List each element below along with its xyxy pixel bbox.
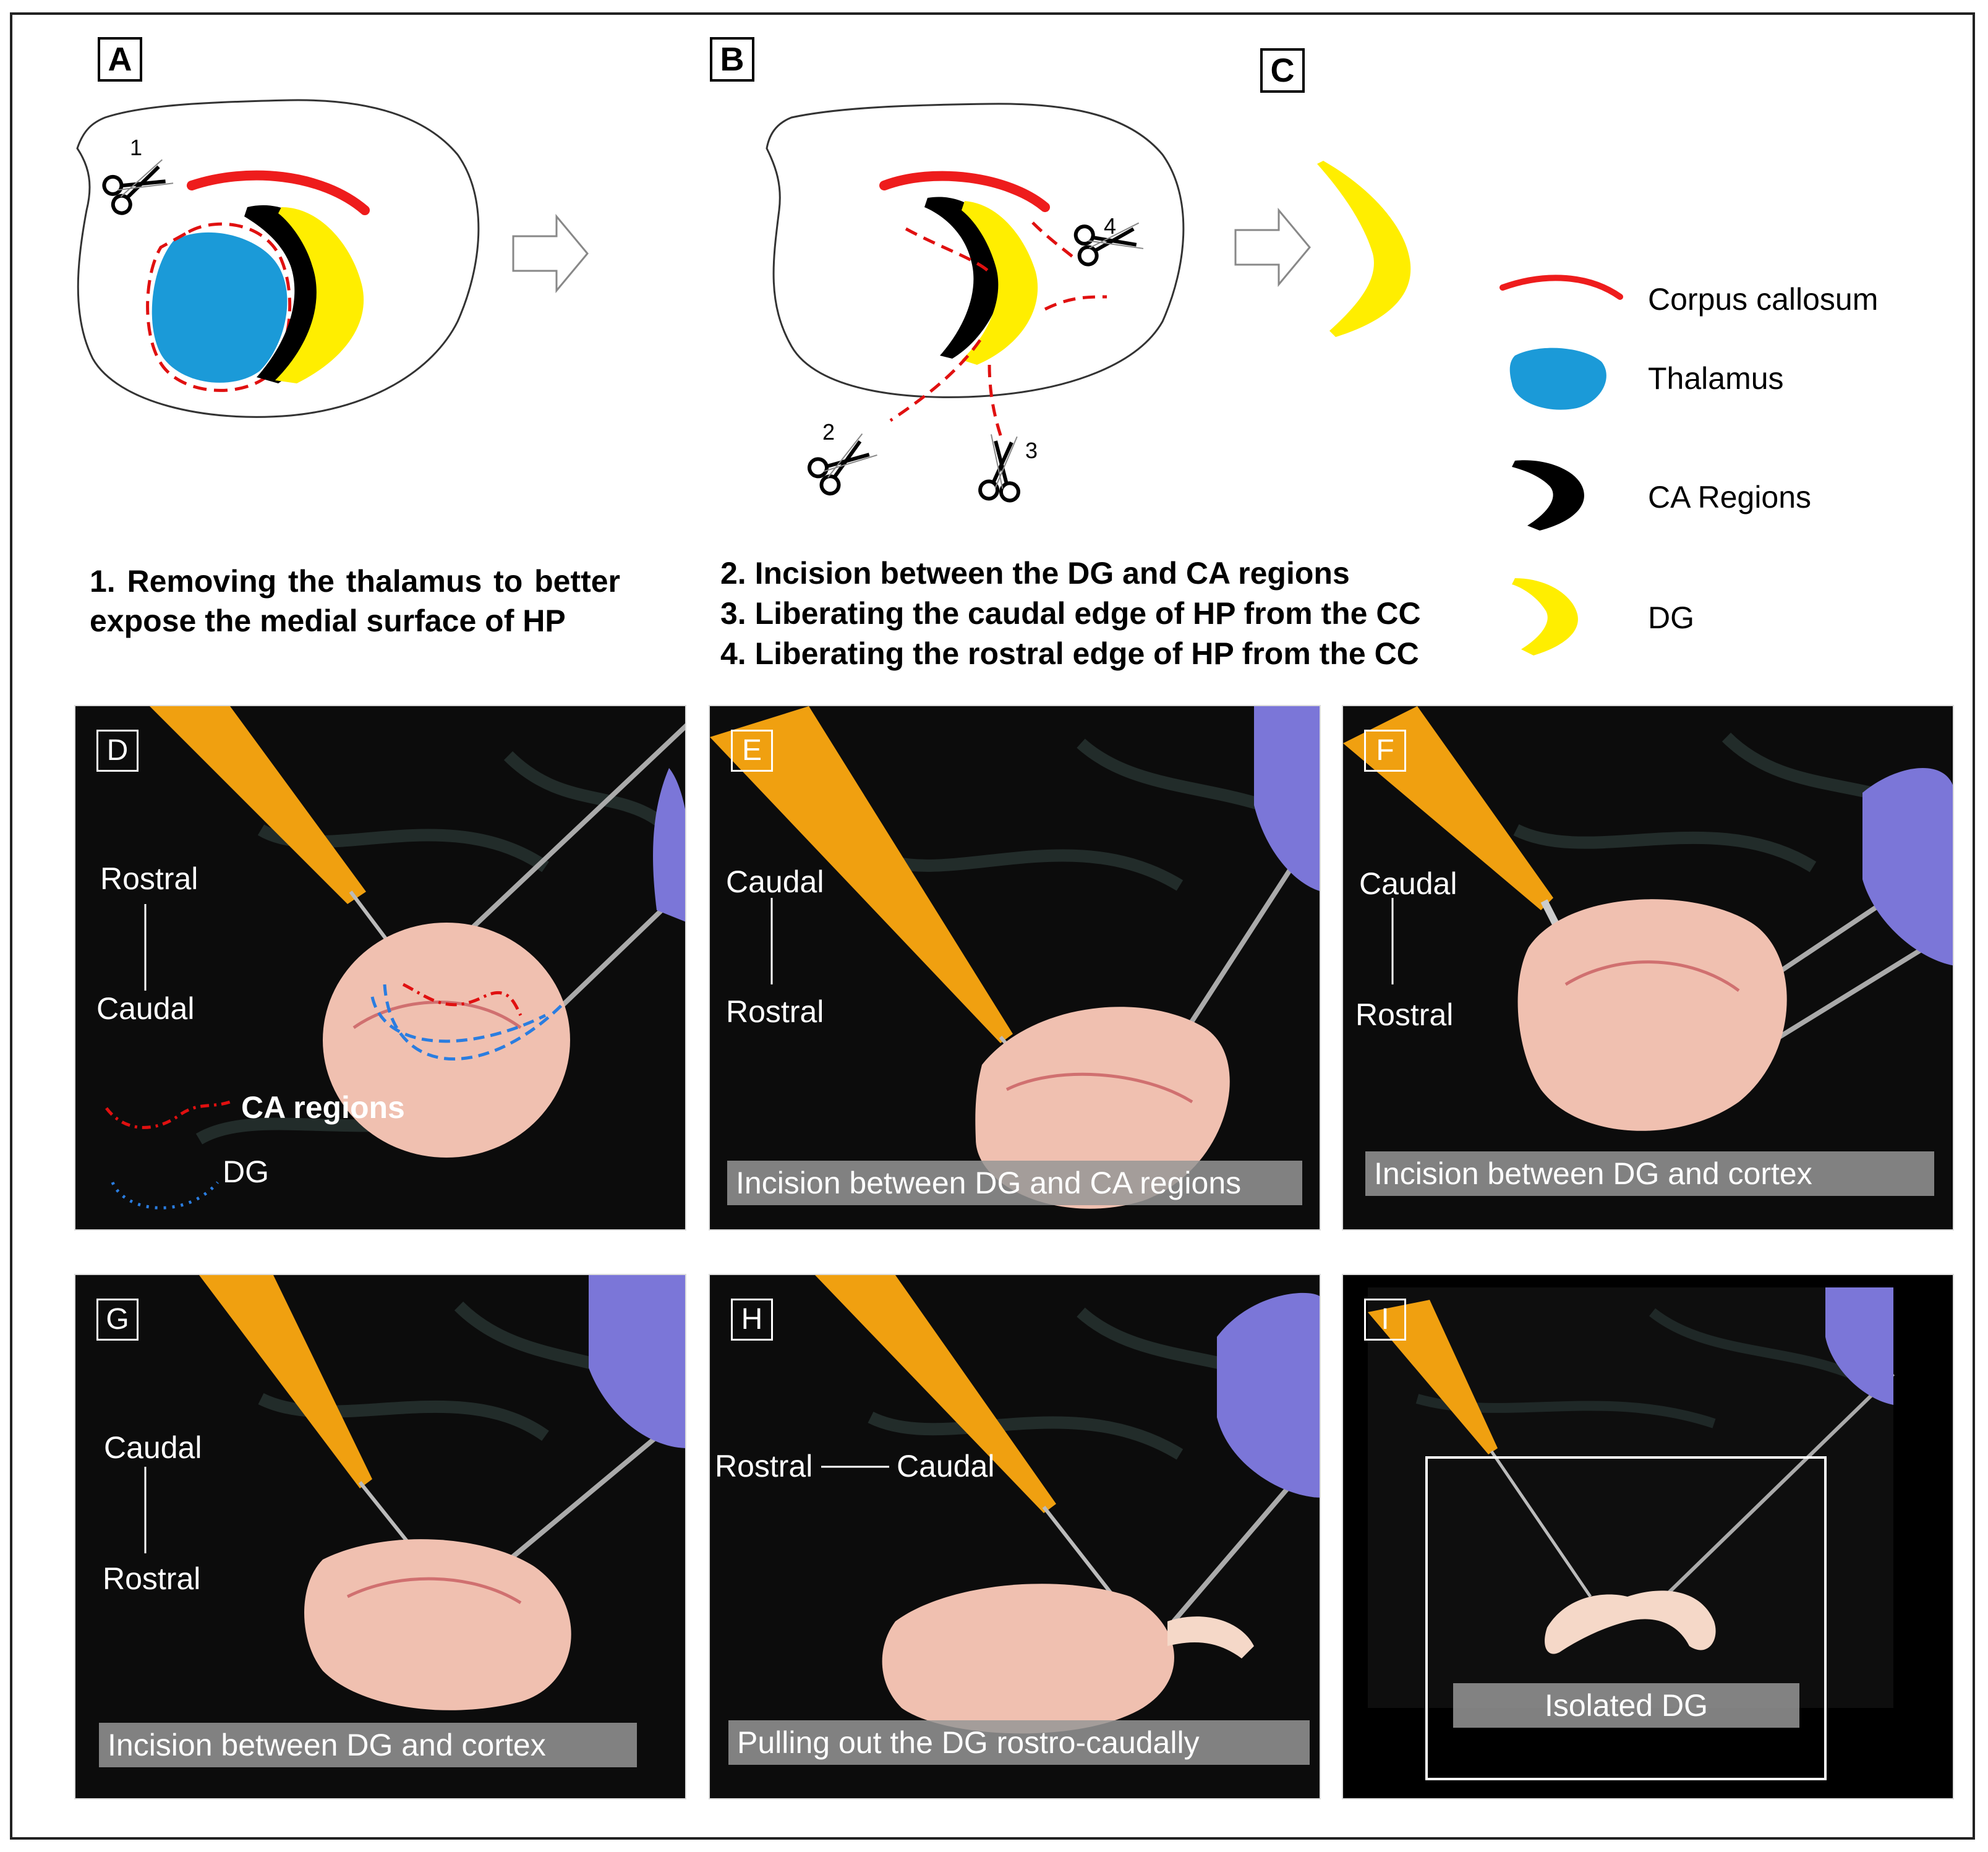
direction-label-bottom: Caudal — [96, 991, 195, 1026]
direction-label-top: Caudal — [104, 1430, 202, 1465]
direction-label-bottom: Rostral — [1355, 997, 1454, 1032]
thalamus-a — [151, 232, 288, 383]
tissue — [882, 1584, 1174, 1734]
scissor-number-3: 3 — [1025, 438, 1038, 463]
photo-panel-h: H Rostral Caudal Pulling out the DG rost… — [709, 1274, 1321, 1799]
caption-bar-f: Incision between DG and cortex — [1365, 1151, 1934, 1196]
scissor-number-4: 4 — [1104, 213, 1117, 239]
panel-label-e: E — [731, 730, 773, 772]
pipette-icon — [150, 706, 366, 904]
key-dg: DG — [223, 1154, 269, 1189]
dg-a — [275, 207, 364, 383]
photo-panel-d: D Rostral Caudal CA regions DG — [74, 705, 686, 1231]
direction-label-top: Rostral — [100, 861, 198, 896]
caption-bar-i: Isolated DG — [1453, 1683, 1799, 1728]
glove-icon — [589, 1275, 685, 1448]
panel-label-c: C — [1260, 48, 1305, 93]
scissor-number-1: 1 — [130, 135, 143, 160]
caption-bar-g: Incision between DG and cortex — [99, 1723, 637, 1767]
tissue — [1517, 899, 1787, 1131]
photo-scene-e — [710, 706, 1320, 1229]
caption-b-step-2: 2. Incision between the DG and CA region… — [720, 556, 1350, 591]
legend-ca-regions-icon — [1512, 460, 1584, 531]
dg-b — [962, 201, 1038, 365]
panel-label-i: I — [1364, 1299, 1406, 1341]
direction-label-bottom: Rostral — [726, 994, 824, 1029]
photo-panel-i: I Isolated DG — [1342, 1274, 1954, 1799]
figure-frame — [10, 12, 1975, 1840]
photo-scene-f — [1343, 706, 1953, 1229]
photo-panel-f: F Caudal Rostral Incision between DG and… — [1342, 705, 1954, 1231]
caption-bar-e: Incision between DG and CA regions — [727, 1161, 1302, 1205]
pipette-icon — [1368, 1300, 1498, 1454]
dg-c — [1317, 161, 1411, 337]
glove-icon — [1217, 1292, 1320, 1498]
cut-line-2 — [889, 227, 991, 422]
legend-corpus-callosum-icon — [1500, 275, 1623, 300]
caption-b-step-3: 3. Liberating the caudal edge of HP from… — [720, 596, 1421, 631]
cut-line-3 — [988, 364, 1004, 440]
legend-label-ca-regions: CA Regions — [1648, 480, 1812, 514]
caption-a: 1. Removing the thalamus to better expos… — [90, 564, 620, 638]
direction-label-bottom: Rostral — [103, 1561, 201, 1596]
scissor-number-2: 2 — [822, 419, 835, 445]
panel-label-h: H — [731, 1299, 773, 1341]
photo-scene-g — [75, 1275, 685, 1798]
photo-panel-e: E Caudal Rostral Incision between DG and… — [709, 705, 1321, 1231]
panel-label-f: F — [1364, 730, 1406, 772]
cut-line-4 — [1031, 221, 1107, 311]
schematic-diagram — [76, 99, 1623, 655]
panel-label-b: B — [710, 37, 754, 82]
photo-panel-g: G Caudal Rostral Incision between DG and… — [74, 1274, 686, 1799]
glove-icon — [653, 768, 685, 922]
ca-outline — [402, 983, 523, 1017]
corpus-callosum-b — [879, 171, 1050, 212]
legend-dg-icon — [1512, 578, 1578, 655]
legend-label-thalamus: Thalamus — [1648, 361, 1784, 396]
tissue — [975, 1007, 1230, 1209]
tissue — [304, 1539, 571, 1710]
pipette-icon — [815, 1275, 1056, 1513]
pipette-icon — [710, 706, 1013, 1043]
direction-label-top: Caudal — [726, 864, 824, 899]
caption-bar-h: Pulling out the DG rostro-caudally — [728, 1720, 1310, 1765]
direction-label-top: Caudal — [1359, 866, 1457, 901]
dg-strand — [1167, 1616, 1254, 1658]
pipette-icon — [199, 1275, 372, 1488]
panel-label-g: G — [96, 1299, 139, 1341]
legend-label-corpus-callosum: Corpus callosum — [1648, 282, 1879, 317]
legend-thalamus-icon — [1509, 348, 1606, 410]
highlight-box — [1425, 1456, 1827, 1780]
direction-label-right: Caudal — [897, 1449, 995, 1483]
pipette-icon — [1343, 706, 1553, 910]
caption-b-step-4: 4. Liberating the rostral edge of HP fro… — [720, 636, 1419, 671]
glove-icon — [1254, 706, 1320, 891]
dg-outline — [370, 984, 565, 1060]
panel-label-d: D — [96, 730, 139, 772]
panel-label-a: A — [98, 37, 142, 82]
photo-scene-h — [710, 1275, 1320, 1798]
direction-label-left: Rostral — [715, 1449, 813, 1483]
key-ca-regions: CA regions — [241, 1090, 405, 1125]
legend-label-dg: DG — [1648, 600, 1694, 635]
glove-icon — [1862, 768, 1953, 966]
glove-icon — [1825, 1287, 1893, 1405]
photo-scene-d — [75, 706, 685, 1229]
isolated-dg — [1545, 1590, 1716, 1654]
corpus-callosum-a — [187, 170, 370, 215]
